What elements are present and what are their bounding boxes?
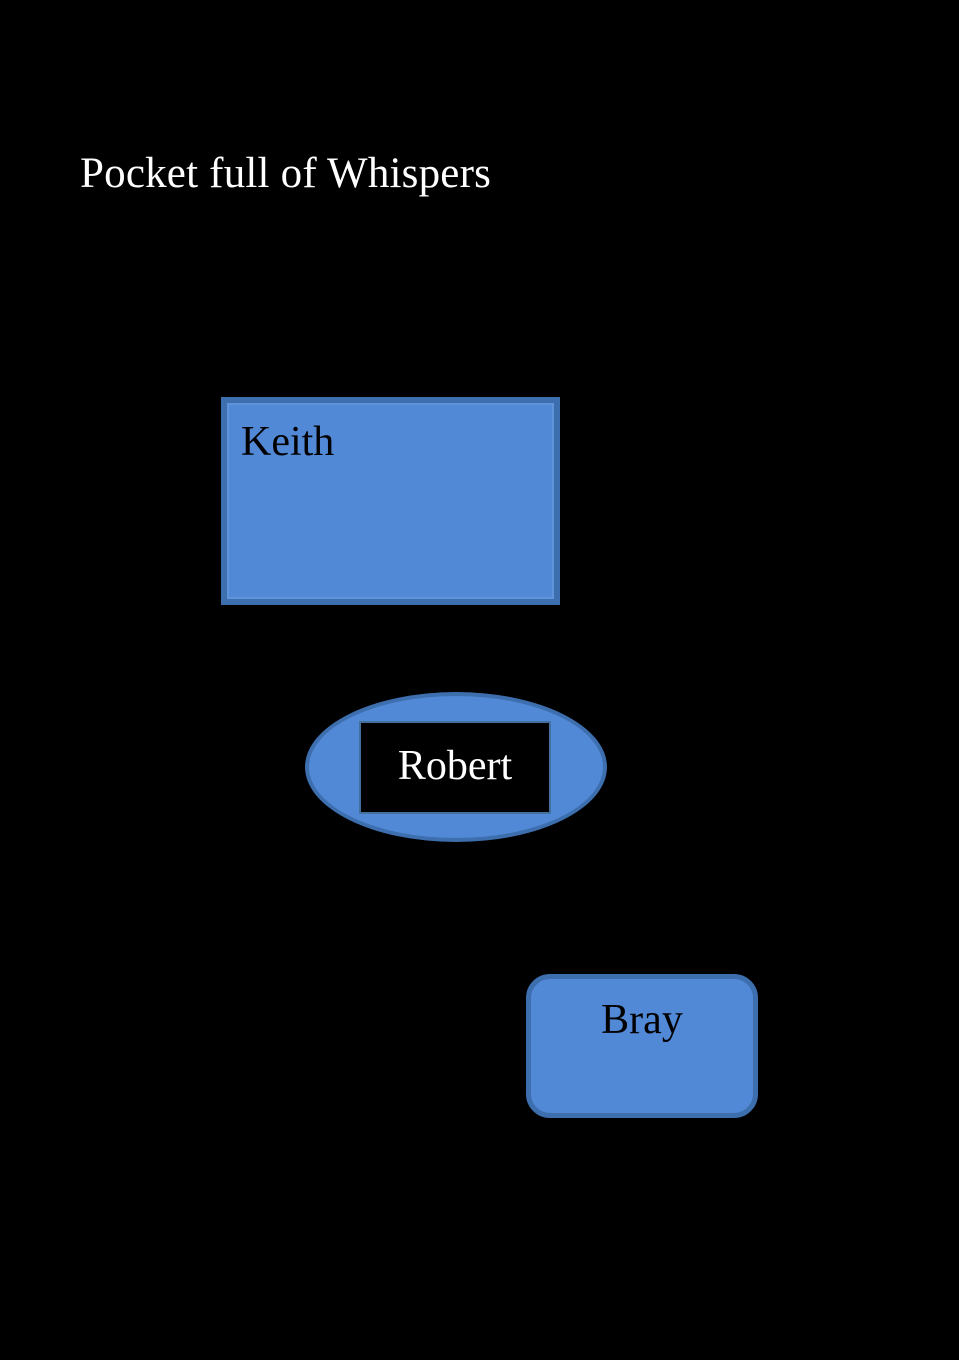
node-robert[interactable]: Robert	[305, 692, 607, 842]
page-title: Pocket full of Whispers	[80, 150, 492, 197]
node-keith-label: Keith	[241, 419, 335, 465]
node-robert-label: Robert	[397, 742, 513, 789]
node-robert-label-box: Robert	[359, 721, 551, 814]
node-bray[interactable]: Bray	[526, 974, 758, 1118]
node-keith[interactable]: Keith	[221, 397, 560, 605]
node-bray-label: Bray	[601, 997, 683, 1043]
